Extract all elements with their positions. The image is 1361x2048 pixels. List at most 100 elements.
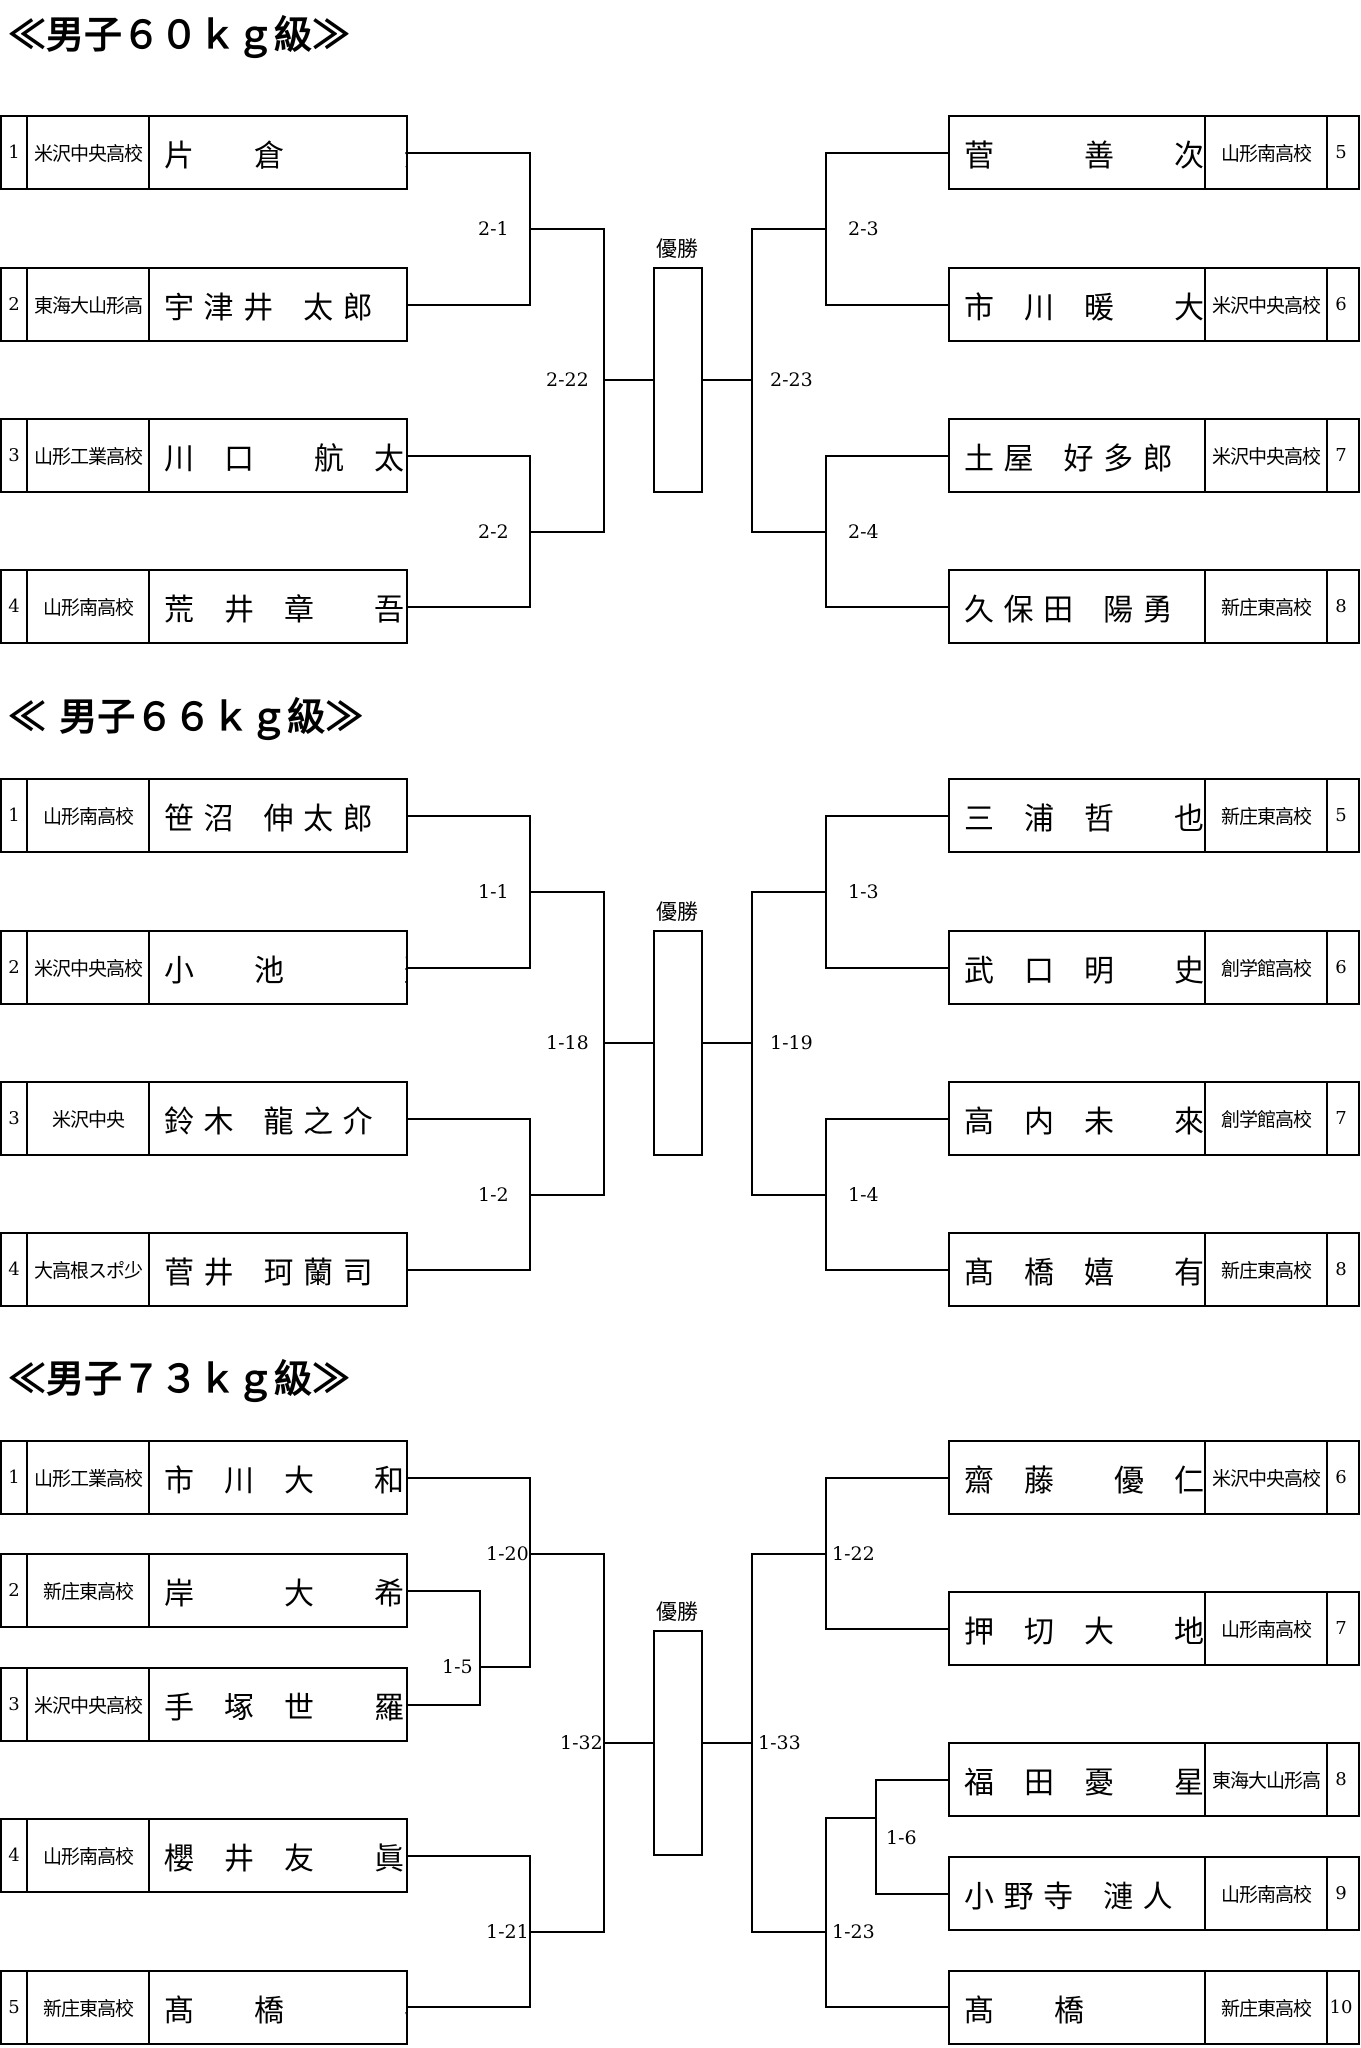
- seed-number: 2: [2, 1555, 28, 1626]
- winner-box: [653, 930, 703, 1156]
- match-label: 1-32: [560, 1732, 603, 1754]
- entry-left-3: 3 米沢中央高校 手 塚 世 羅: [0, 1667, 408, 1742]
- match-label: 2-1: [478, 218, 509, 240]
- match-label: 1-21: [486, 1921, 529, 1943]
- school-name: 新庄東高校: [28, 1555, 150, 1626]
- match-label: 1-20: [486, 1543, 529, 1565]
- seed-number: 2: [2, 269, 28, 340]
- seed-number: 8: [1335, 596, 1347, 617]
- entry-right-9: 小 野 寺 漣 人 山形南高校 9: [948, 1856, 1360, 1931]
- entry-right-6: 市 川 暖 大 米沢中央高校 6: [948, 267, 1360, 342]
- athlete-name: 齋 藤 優 仁: [950, 1442, 1206, 1513]
- athlete-name: 菅 井 珂 蘭 司: [164, 1255, 373, 1291]
- school-name: 新庄東高校: [1206, 1234, 1328, 1305]
- athlete-name: 武 口 明 史: [950, 932, 1206, 1003]
- athlete-name: 片 倉 迅: [164, 138, 406, 174]
- entry-right-8: 髙 橋 嬉 有 新庄東高校 8: [948, 1232, 1360, 1307]
- athlete-name: 髙 橋 礼: [164, 1993, 406, 2029]
- school-name: 米沢中央: [28, 1083, 150, 1154]
- school-name: 新庄東高校: [28, 1972, 150, 2043]
- school-name: 米沢中央高校: [28, 932, 150, 1003]
- school-name: 山形南高校: [28, 780, 150, 851]
- school-name: 東海大山形高: [1206, 1744, 1328, 1815]
- entry-right-5: 菅 善 次 山形南高校 5: [948, 115, 1360, 190]
- school-name: 山形工業高校: [28, 420, 150, 491]
- entry-right-7: 押 切 大 地 山形南高校 7: [948, 1591, 1360, 1666]
- entry-left-4: 4 山形南高校 荒 井 章 吾: [0, 569, 408, 644]
- section-title-60kg: ≪男子６０ｋｇ級≫: [8, 12, 351, 57]
- athlete-name: 髙 橋 嬉 有: [950, 1234, 1206, 1305]
- entry-left-4: 4 大高根スポ少 菅 井 珂 蘭 司: [0, 1232, 408, 1307]
- school-name: 米沢中央高校: [28, 117, 150, 188]
- seed-number: 3: [2, 420, 28, 491]
- school-name: 米沢中央高校: [28, 1669, 150, 1740]
- entry-left-1: 1 山形南高校 笹 沼 伸 太 郎: [0, 778, 408, 853]
- match-label: 2-4: [848, 521, 879, 543]
- winner-box: [653, 1630, 703, 1856]
- school-name: 大高根スポ少: [28, 1234, 150, 1305]
- seed-number: 3: [2, 1669, 28, 1740]
- entry-right-7: 高 内 未 來 創学館高校 7: [948, 1081, 1360, 1156]
- athlete-name: 久 保 田 陽 勇: [950, 571, 1206, 642]
- seed-number: 1: [2, 780, 28, 851]
- athlete-name: 高 内 未 來: [950, 1083, 1206, 1154]
- seed-number: 1: [2, 1442, 28, 1513]
- seed-number: 6: [1335, 1467, 1347, 1488]
- seed-number: 7: [1335, 1108, 1347, 1129]
- match-label: 1-22: [832, 1543, 875, 1565]
- athlete-name: 小 野 寺 漣 人: [950, 1858, 1206, 1929]
- athlete-name: 鈴 木 龍 之 介: [164, 1104, 373, 1140]
- seed-number: 4: [2, 571, 28, 642]
- athlete-name: 菅 善 次: [950, 117, 1206, 188]
- entry-right-10: 髙 橋 樹 新庄東高校 10: [948, 1970, 1360, 2045]
- athlete-name: 岸 大 希: [164, 1576, 404, 1612]
- school-name: 創学館高校: [1206, 932, 1328, 1003]
- entry-left-2: 2 東海大山形高 宇 津 井 太 郎: [0, 267, 408, 342]
- athlete-name: 笹 沼 伸 太 郎: [164, 801, 373, 837]
- match-label: 1-33: [758, 1732, 801, 1754]
- match-label: 1-4: [848, 1184, 879, 1206]
- entry-right-8: 久 保 田 陽 勇 新庄東高校 8: [948, 569, 1360, 644]
- section-title-66kg: ≪ 男子６６ｋｇ級≫: [8, 694, 364, 739]
- athlete-name: 小 池 聖: [164, 953, 406, 989]
- entry-left-5: 5 新庄東高校 髙 橋 礼: [0, 1970, 408, 2045]
- seed-number: 5: [1335, 142, 1347, 163]
- athlete-name: 櫻 井 友 眞: [164, 1841, 404, 1877]
- school-name: 米沢中央高校: [1206, 269, 1328, 340]
- seed-number: 3: [2, 1083, 28, 1154]
- athlete-name: 市 川 暖 大: [950, 269, 1206, 340]
- school-name: 米沢中央高校: [1206, 420, 1328, 491]
- section-title-73kg: ≪男子７３ｋｇ級≫: [8, 1356, 351, 1401]
- seed-number: 4: [2, 1234, 28, 1305]
- athlete-name: 川 口 航 太: [164, 441, 404, 477]
- seed-number: 6: [1335, 957, 1347, 978]
- seed-number: 1: [2, 117, 28, 188]
- entry-left-4: 4 山形南高校 櫻 井 友 眞: [0, 1818, 408, 1893]
- entry-left-2: 2 新庄東高校 岸 大 希: [0, 1553, 408, 1628]
- seed-number: 8: [1335, 1769, 1347, 1790]
- match-label: 1-1: [478, 881, 509, 903]
- entry-right-5: 三 浦 哲 也 新庄東高校 5: [948, 778, 1360, 853]
- entry-left-3: 3 米沢中央 鈴 木 龍 之 介: [0, 1081, 408, 1156]
- school-name: 新庄東高校: [1206, 780, 1328, 851]
- school-name: 山形工業高校: [28, 1442, 150, 1513]
- match-label: 2-23: [770, 369, 813, 391]
- athlete-name: 土 屋 好 多 郎: [950, 420, 1206, 491]
- seed-number: 5: [2, 1972, 28, 2043]
- seed-number: 8: [1335, 1259, 1347, 1280]
- school-name: 山形南高校: [28, 571, 150, 642]
- school-name: 山形南高校: [1206, 1858, 1328, 1929]
- school-name: 米沢中央高校: [1206, 1442, 1328, 1513]
- seed-number: 6: [1335, 294, 1347, 315]
- seed-number: 5: [1335, 805, 1347, 826]
- match-label: 2-2: [478, 521, 509, 543]
- athlete-name: 手 塚 世 羅: [164, 1690, 404, 1726]
- school-name: 東海大山形高: [28, 269, 150, 340]
- winner-label: 優勝: [656, 237, 698, 261]
- school-name: 創学館高校: [1206, 1083, 1328, 1154]
- school-name: 山形南高校: [1206, 117, 1328, 188]
- match-label: 1-3: [848, 881, 879, 903]
- school-name: 新庄東高校: [1206, 571, 1328, 642]
- winner-label: 優勝: [656, 1600, 698, 1624]
